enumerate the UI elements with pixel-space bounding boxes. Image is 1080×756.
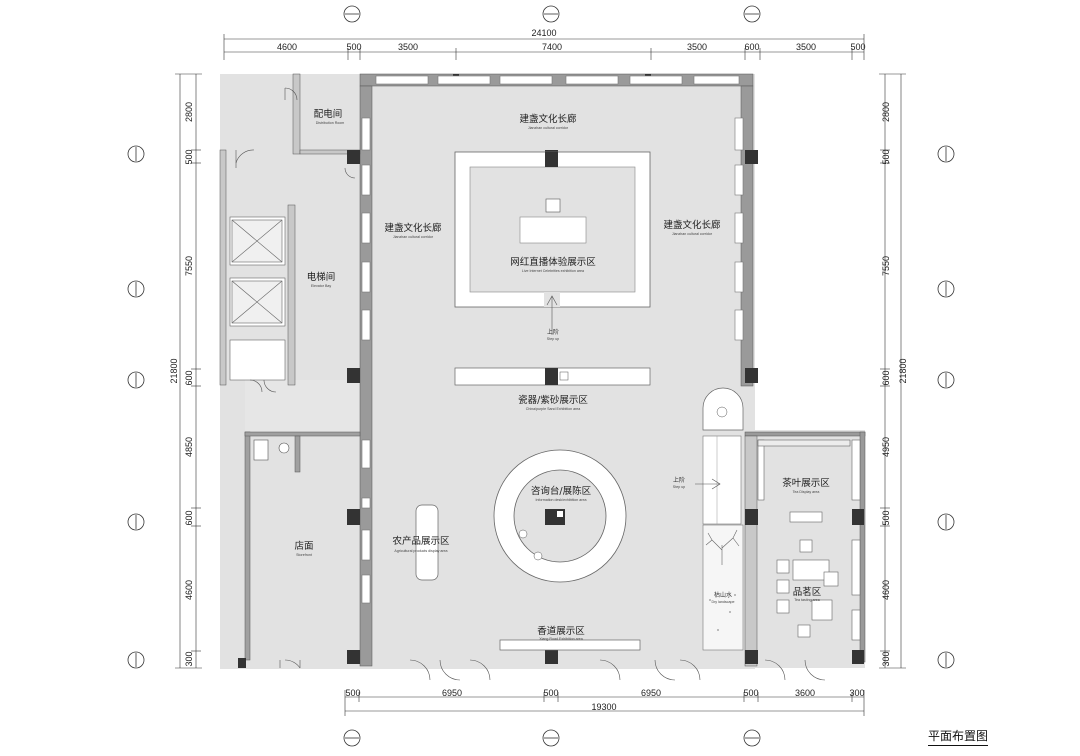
label-live-zone: 网红直播体验展示区: [510, 256, 596, 268]
label-dry-landscape-en: Dry landscape: [712, 600, 735, 604]
label-tea-display-en: Tea Display area: [793, 490, 820, 494]
grid-bubbles-right: [937, 145, 955, 669]
label-info-zone-en: Information desk/exhibition area: [536, 498, 587, 502]
dry-landscape: [702, 524, 744, 651]
dim-bottom-seg: 500: [543, 688, 558, 698]
doors: [235, 87, 826, 681]
porcelain-counter: [454, 367, 651, 386]
right-step-strip: [695, 435, 742, 525]
dim-right-seg: 500: [881, 510, 891, 525]
dimension-top: [223, 34, 865, 60]
label-tea-display: 茶叶展示区: [782, 477, 830, 489]
label-distribution-en: Distribution Room: [316, 121, 345, 125]
label-tasting: 品茗区: [793, 587, 822, 598]
label-live-zone-en: Live Internet Celebrities exhibition are…: [522, 269, 584, 273]
label-agri-zone: 农产品展示区: [392, 535, 450, 547]
dim-top-seg: 7400: [542, 42, 562, 52]
dim-bottom-seg: 500: [345, 688, 360, 698]
label-corridor-right-en: Jianzhan cultural corridor: [672, 232, 713, 236]
dim-top-seg: 500: [850, 42, 865, 52]
grid-bubbles-left: [127, 145, 145, 669]
dim-top-seg: 4600: [277, 42, 297, 52]
incense-counter: [499, 639, 641, 651]
dim-bottom-seg: 6950: [442, 688, 462, 698]
right-wall-niches: [734, 117, 744, 341]
label-dry-landscape: 枯山水: [714, 591, 732, 599]
label-step-up-center: 上阶: [547, 328, 559, 336]
grid-bubbles-top: [343, 5, 761, 23]
dim-right-seg: 4950: [881, 437, 891, 457]
plan-title: 平面布置图: [928, 727, 989, 746]
dim-left-seg: 4600: [184, 580, 194, 600]
label-step-up-right: 上阶: [673, 476, 685, 484]
agri-table: [415, 504, 439, 581]
label-incense-zone-en: Xiang Road Exhibition area: [539, 637, 583, 641]
dimension-top-labels: 24100 4600 500 3500 7400 3500 600 3500 5…: [277, 28, 866, 52]
label-porcelain-zone-en: China/purple Sand Exhibition area: [526, 407, 581, 411]
label-corridor-left: 建盏文化长廊: [384, 222, 442, 234]
dim-right-seg: 500: [881, 149, 891, 164]
live-booth: [454, 151, 651, 335]
dim-top-seg: 3500: [796, 42, 816, 52]
dimension-bottom-labels: 500 6950 500 6950 500 3600 300 19300: [345, 688, 864, 712]
dimension-left-labels: 21800 2800 500 7550 600 4850 600 4600 30…: [169, 102, 194, 667]
dim-right-seg: 7550: [881, 256, 891, 276]
label-distribution: 配电间: [314, 108, 343, 120]
dim-top-seg: 3500: [687, 42, 707, 52]
dim-left-seg: 7550: [184, 256, 194, 276]
dim-right-total: 21800: [898, 358, 908, 383]
dim-right-seg: 2800: [881, 102, 891, 122]
zone-labels: 建盏文化长廊 Jianzhan cultural corridor 建盏文化长廊…: [294, 108, 830, 641]
label-info-zone: 咨询台/展陈区: [531, 485, 592, 497]
grid-bubbles-bottom: [343, 729, 761, 747]
label-step-up-right-en: Step up: [673, 485, 685, 489]
left-wall-niches: [361, 117, 371, 604]
label-incense-zone: 香道展示区: [537, 625, 585, 637]
dimension-left: [175, 73, 202, 669]
dim-left-seg: 2800: [184, 102, 194, 122]
label-corridor-top: 建盏文化长廊: [519, 113, 577, 125]
label-storefront-en: Storefront: [296, 553, 312, 557]
top-windows: [375, 75, 740, 85]
dim-left-total: 21800: [169, 358, 179, 383]
label-corridor-right: 建盏文化长廊: [663, 219, 721, 231]
dim-bottom-seg: 3600: [795, 688, 815, 698]
dim-left-seg: 300: [184, 651, 194, 666]
dim-top-seg: 600: [744, 42, 759, 52]
dim-top-total: 24100: [531, 28, 556, 38]
dim-right-seg: 300: [881, 651, 891, 666]
label-corridor-left-en: Jianzhan cultural corridor: [393, 235, 434, 239]
right-arch: [702, 387, 744, 431]
label-tasting-en: Tea tasting area: [794, 598, 820, 602]
label-elevator: 电梯间: [307, 271, 336, 283]
dim-bottom-seg: 500: [743, 688, 758, 698]
dim-left-seg: 600: [184, 510, 194, 525]
elevators: [229, 216, 286, 381]
dim-bottom-seg: 6950: [641, 688, 661, 698]
dimension-right: [879, 73, 906, 669]
dim-right-seg: 600: [881, 370, 891, 385]
dim-left-seg: 600: [184, 370, 194, 385]
dim-left-seg: 4850: [184, 437, 194, 457]
label-porcelain-zone: 瓷器/紫砂展示区: [518, 394, 588, 406]
dim-left-seg: 500: [184, 149, 194, 164]
dim-bottom-total: 19300: [591, 702, 616, 712]
dim-top-seg: 500: [346, 42, 361, 52]
label-corridor-top-en: Jianzhan cultural corridor: [528, 126, 569, 130]
label-storefront: 店面: [294, 540, 313, 552]
dim-right-seg: 4600: [881, 580, 891, 600]
information-desk: [493, 449, 627, 583]
dimension-bottom: [344, 690, 865, 716]
label-elevator-en: Elevator Bay: [311, 284, 332, 288]
dim-bottom-seg: 300: [849, 688, 864, 698]
label-step-up-center-en: Step up: [547, 337, 559, 341]
dim-top-seg: 3500: [398, 42, 418, 52]
label-agri-zone-en: Agricultural products display area: [394, 549, 447, 553]
dimension-right-labels: 2800 500 7550 600 4950 500 4600 300 2180…: [881, 102, 908, 667]
tea-furniture: [757, 439, 861, 641]
